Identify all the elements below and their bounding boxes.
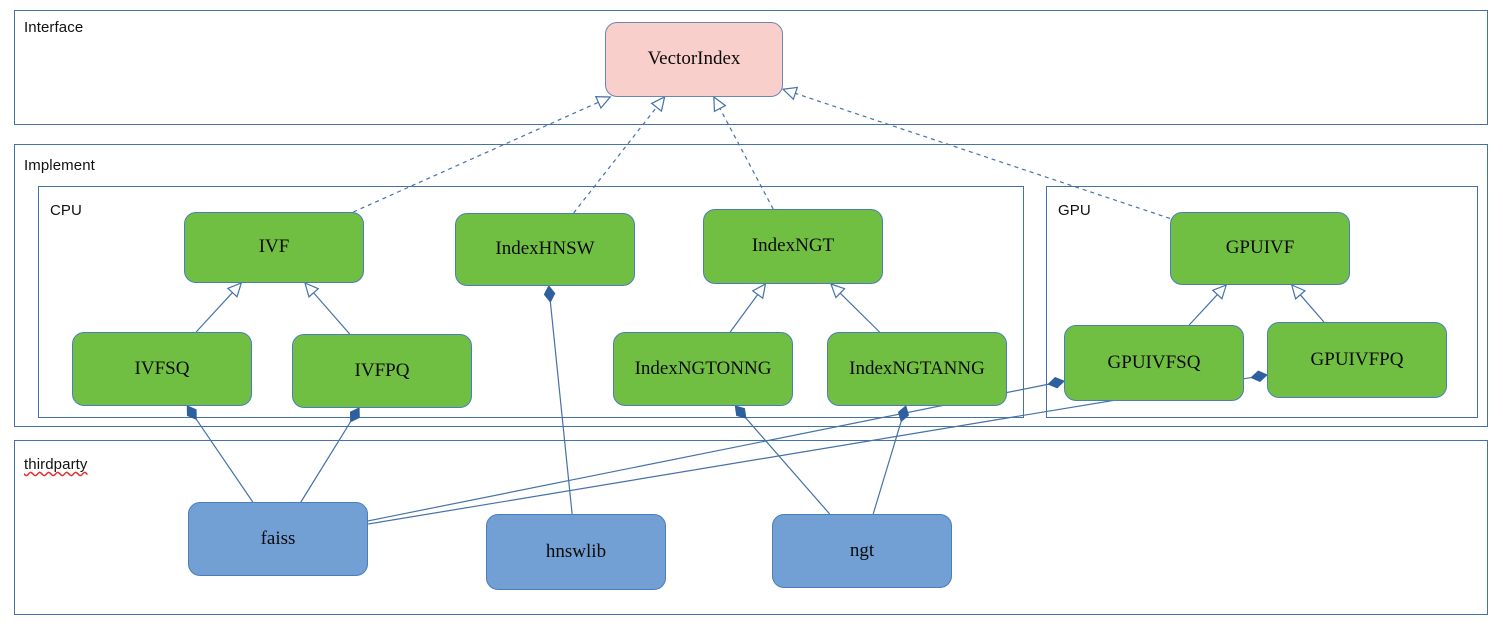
node-ivf[interactable]: IVF	[184, 212, 364, 283]
node-gpuivfsq[interactable]: GPUIVFSQ	[1064, 325, 1244, 401]
node-indexngt[interactable]: IndexNGT	[703, 209, 883, 284]
node-label-gpuivfsq: GPUIVFSQ	[1107, 351, 1201, 373]
node-faiss[interactable]: faiss	[188, 502, 368, 576]
container-label-interface: Interface	[24, 19, 84, 36]
container-label-cpu: CPU	[50, 202, 82, 219]
node-label-indexngt: IndexNGT	[751, 235, 835, 257]
node-label-indexhnsw: IndexHNSW	[495, 238, 595, 260]
node-label-gpuivf: GPUIVF	[1225, 237, 1295, 259]
node-label-ivfpq: IVFPQ	[354, 359, 410, 381]
node-hnswlib[interactable]: hnswlib	[486, 514, 666, 590]
node-ivfsq[interactable]: IVFSQ	[72, 332, 252, 406]
node-ngt[interactable]: ngt	[772, 514, 952, 588]
container-label-thirdparty: thirdparty	[24, 456, 88, 473]
node-gpuivfpq[interactable]: GPUIVFPQ	[1267, 322, 1447, 398]
node-label-ivf: IVF	[258, 236, 290, 258]
node-vectorindex[interactable]: VectorIndex	[605, 22, 783, 97]
node-label-vectorindex: VectorIndex	[647, 48, 741, 70]
node-indexngtonng[interactable]: IndexNGTONNG	[613, 332, 793, 406]
node-gpuivf[interactable]: GPUIVF	[1170, 212, 1350, 285]
node-label-indexngtanng: IndexNGTANNG	[849, 357, 985, 379]
node-label-gpuivfpq: GPUIVFPQ	[1310, 348, 1404, 370]
node-label-faiss: faiss	[260, 527, 296, 549]
node-indexhnsw[interactable]: IndexHNSW	[455, 213, 635, 286]
node-label-ivfsq: IVFSQ	[134, 357, 190, 379]
container-label-gpu: GPU	[1058, 202, 1091, 219]
node-indexngtanng[interactable]: IndexNGTANNG	[827, 332, 1007, 406]
node-label-hnswlib: hnswlib	[545, 540, 607, 562]
container-gpu	[1046, 186, 1478, 418]
node-label-indexngtonng: IndexNGTONNG	[634, 357, 772, 379]
container-label-implement: Implement	[24, 157, 95, 174]
node-label-ngt: ngt	[849, 539, 875, 561]
node-ivfpq[interactable]: IVFPQ	[292, 334, 472, 408]
